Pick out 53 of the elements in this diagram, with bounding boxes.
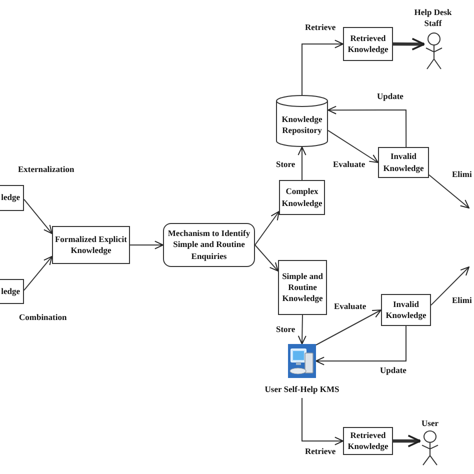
arrow — [24, 256, 52, 291]
edge-label: Externalization — [18, 165, 74, 175]
box-label: Simple and Routine Knowledge — [281, 270, 324, 304]
box-label: Complex Knowledge — [281, 186, 323, 209]
box-label: ledge — [1, 192, 20, 204]
box-label: Invalid Knowledge — [382, 151, 425, 174]
arrow — [254, 244, 278, 272]
arrow — [316, 326, 406, 366]
node-label: Knowledge Repository — [280, 114, 324, 136]
person-icon — [424, 32, 444, 70]
box-label: Mechanism to Identify Simple and Routine Enquiries — [166, 228, 252, 262]
process-box — [381, 294, 431, 326]
box-label: Formalized Explicit Knowledge — [54, 234, 128, 256]
arrow — [254, 211, 280, 246]
arrow — [302, 398, 344, 446]
edge-label: Update — [380, 366, 406, 376]
edge-label: Combination — [19, 313, 67, 323]
arrow — [316, 310, 382, 346]
box-label: Retrieved Knowledge — [346, 32, 390, 56]
edge-label: Evaluate — [334, 302, 366, 312]
edge-label: Evaluate — [333, 160, 366, 170]
arrow — [393, 434, 421, 448]
edge-label: Store — [276, 160, 296, 170]
process-box — [0, 185, 24, 211]
edge-label: Retrieve — [305, 23, 336, 33]
arrow — [328, 106, 407, 148]
box-label: Invalid Knowledge — [384, 298, 428, 322]
box-label: ledge — [1, 286, 20, 298]
node-label: Help Desk Staff — [413, 7, 453, 30]
box-label: Retrieved Knowledge — [346, 430, 390, 452]
person-icon — [420, 430, 440, 466]
process-box — [343, 27, 393, 61]
arrow — [298, 146, 306, 180]
arrow — [130, 240, 164, 250]
arrow — [24, 198, 52, 234]
process-box — [278, 260, 327, 315]
arrow — [302, 40, 344, 96]
edge-label: Update — [377, 92, 404, 102]
arrow — [430, 266, 470, 306]
arrow — [428, 174, 470, 208]
arrow — [328, 130, 378, 163]
process-box — [0, 279, 24, 304]
process-box — [52, 226, 130, 264]
node-label: User Self-Help KMS — [264, 384, 340, 394]
edge-label: Elimi — [452, 170, 472, 180]
process-box — [279, 180, 325, 215]
arrow — [298, 314, 306, 344]
edge-label: Store — [276, 325, 296, 335]
arrow — [392, 38, 425, 50]
edge-label: Retrieve — [305, 447, 336, 457]
edge-label: Elimi — [452, 296, 472, 306]
database-cylinder — [276, 95, 328, 147]
node-label: User — [420, 418, 440, 430]
